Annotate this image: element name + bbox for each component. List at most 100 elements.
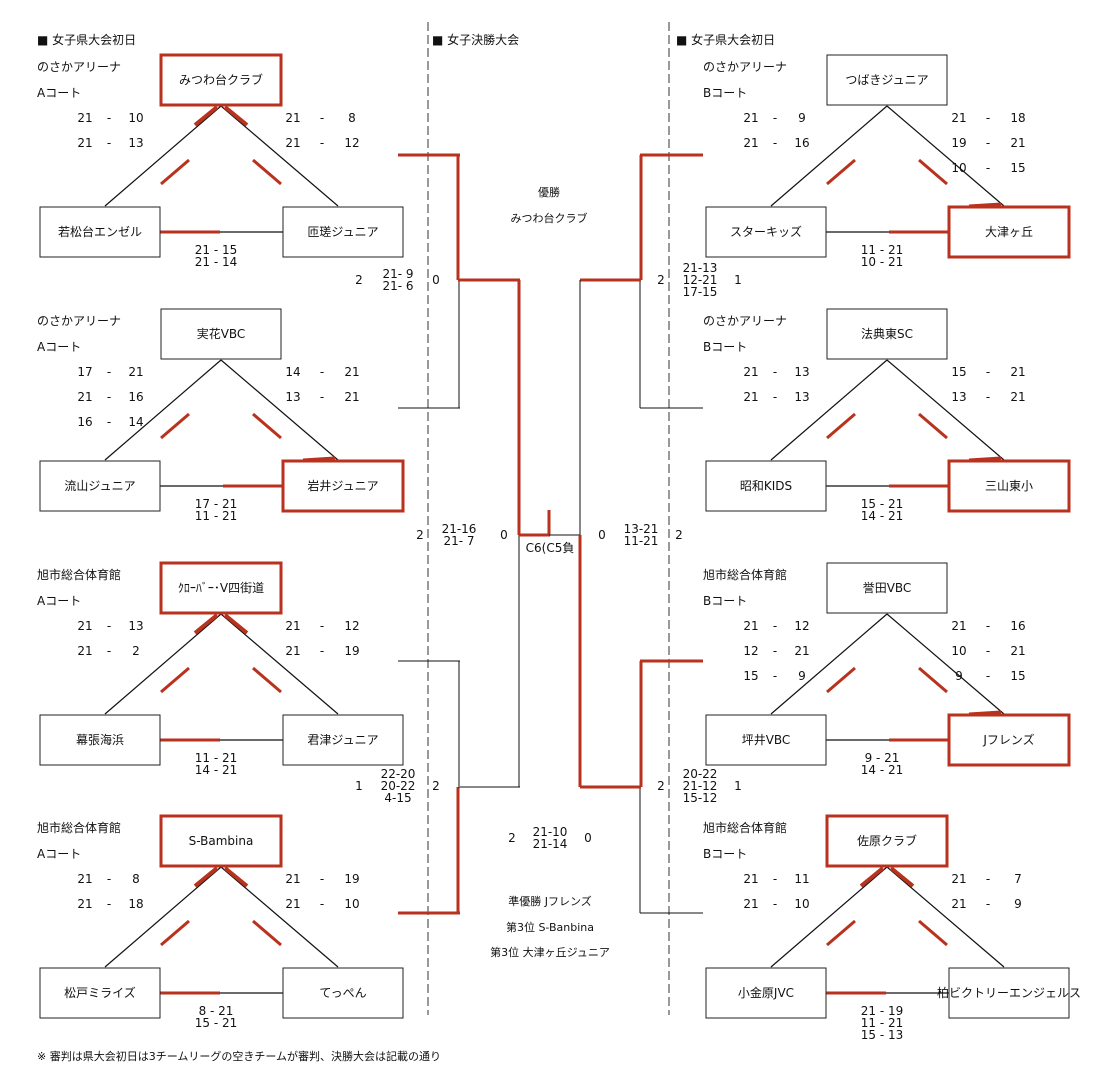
block-7-score-right-1-b: 9 xyxy=(1014,897,1022,911)
header-center: ■ 女子決勝大会 xyxy=(432,32,519,47)
block-3-team-left-label: 松戸ミライズ xyxy=(64,985,136,1000)
block-0-score-bottom-1: 21 - 14 xyxy=(195,255,238,269)
block-6-score-left-2-sep: - xyxy=(773,669,777,683)
final-left-set-0: 21-16 xyxy=(442,522,477,536)
block-7-win-right xyxy=(889,866,915,888)
block-2-team-left xyxy=(39,714,161,766)
block-6-score-left-1-sep: - xyxy=(773,644,777,658)
block-2-score-right-1-a: 21 xyxy=(285,644,300,658)
header-right: ■ 女子県大会初日 xyxy=(676,32,775,47)
block-0-team-right-label: 匝瑳ジュニア xyxy=(307,225,378,239)
block-1-score-left-0-b: 21 xyxy=(128,365,143,379)
block-7-score-left-0-sep: - xyxy=(773,872,777,886)
block-3-score-left-1-sep: - xyxy=(107,897,111,911)
block-0-venue: のさかアリーナ xyxy=(37,60,121,74)
block-5-line-right xyxy=(886,359,1005,461)
block-7-score-left-1-a: 21 xyxy=(743,897,758,911)
block-6-team-left-label: 坪井VBC xyxy=(742,733,791,747)
block-7-score-right-0-b: 7 xyxy=(1014,872,1022,886)
block-0-win-right xyxy=(223,105,249,127)
block-0-team-top xyxy=(159,53,283,107)
block-0-score-left-0-b: 10 xyxy=(128,111,143,125)
block-3-court: Aコート xyxy=(37,847,81,861)
semi-left-bottom-a: 1 xyxy=(355,779,363,793)
semi-right-top-set-1: 12-21 xyxy=(683,273,718,287)
block-5-team-right xyxy=(947,459,1071,513)
block-2-score-bottom-1: 14 - 21 xyxy=(195,763,238,777)
semi-left-bottom-set-0: 22-20 xyxy=(381,767,416,781)
block-3-score-left-0-sep: - xyxy=(107,872,111,886)
block-0-score-left-1-a: 21 xyxy=(77,136,92,150)
block-1-score-left-1-b: 16 xyxy=(128,390,143,404)
block-6-venue: 旭市総合体育館 xyxy=(703,567,787,582)
block-6-line-right xyxy=(886,613,1005,715)
third-place-2: 第3位 大津ヶ丘ジュニア xyxy=(490,945,610,959)
block-0-win-right-2 xyxy=(252,158,282,186)
block-1-score-left-2-sep: - xyxy=(107,415,111,429)
block-7-score-right-0-sep: - xyxy=(986,872,990,886)
block-2-team-left-label: 幕張海浜 xyxy=(76,732,124,747)
block-2-team-right xyxy=(282,714,404,766)
block-6-score-right-0-a: 21 xyxy=(951,619,966,633)
block-2-win-right-2 xyxy=(252,666,282,694)
semi-right-bottom-a: 2 xyxy=(657,779,665,793)
block-7-team-left xyxy=(705,967,827,1019)
block-2-line-left xyxy=(104,613,222,715)
block-5-team-right-label: 三山東小 xyxy=(985,479,1033,493)
block-4-team-top xyxy=(826,54,948,106)
block-0-score-left-1-b: 13 xyxy=(128,136,143,150)
block-1-score-left-1-a: 21 xyxy=(77,390,92,404)
block-3-team-top-label: S-Bambina xyxy=(189,834,254,848)
block-6-score-left-2-b: 9 xyxy=(798,669,806,683)
block-6-score-bottom-1: 14 - 21 xyxy=(861,763,904,777)
block-0-score-right-0-a: 21 xyxy=(285,111,300,125)
block-1-team-right-label: 岩井ジュニア xyxy=(307,478,378,493)
block-4-score-left-0-b: 9 xyxy=(798,111,806,125)
block-7-win-left-2 xyxy=(826,919,856,947)
block-5-score-right-1-sep: - xyxy=(986,390,990,404)
block-7-score-left-0-b: 11 xyxy=(794,872,809,886)
final-left-set-1: 21- 7 xyxy=(443,534,474,548)
semi-right-top-set-2: 17-15 xyxy=(683,285,718,299)
block-4-score-right-0-b: 18 xyxy=(1010,111,1025,125)
semi-left-top-b: 0 xyxy=(432,273,440,287)
block-3-team-right xyxy=(282,967,404,1019)
block-4-score-right-2-b: 15 xyxy=(1010,161,1025,175)
block-5-win-left xyxy=(826,412,856,440)
block-5-score-right-0-a: 15 xyxy=(951,365,966,379)
block-2-score-right-0-sep: - xyxy=(320,619,324,633)
final-left-a: 2 xyxy=(416,528,424,542)
block-6-court: Bコート xyxy=(703,594,747,608)
block-5-score-left-0-sep: - xyxy=(773,365,777,379)
block-0-score-right-1-sep: - xyxy=(320,136,324,150)
block-2-score-bottom-0: 11 - 21 xyxy=(195,751,238,765)
block-6-win-right xyxy=(918,666,948,694)
block-2-team-right-label: 君津ジュニア xyxy=(307,733,378,747)
block-1-team-right xyxy=(281,459,405,513)
block-5-venue: のさかアリーナ xyxy=(703,314,787,328)
block-7-team-top xyxy=(825,814,949,868)
block-3-venue: 旭市総合体育館 xyxy=(37,820,121,835)
block-2-team-top-label: ｸﾛｰﾊﾞｰ･V四街道 xyxy=(178,581,264,595)
final-right-set-1: 11-21 xyxy=(624,534,659,548)
third-place-match-b: 0 xyxy=(584,831,592,845)
block-0-win-left-2 xyxy=(160,158,190,186)
block-3-win-left-2 xyxy=(160,919,190,947)
semi-left-bottom-set-2: 4-15 xyxy=(384,791,411,805)
block-7-score-bottom-2: 15 - 13 xyxy=(861,1028,904,1042)
block-5-score-left-1-a: 21 xyxy=(743,390,758,404)
block-1-line-left xyxy=(104,359,222,461)
block-3-score-right-1-b: 10 xyxy=(344,897,359,911)
block-0-court: Aコート xyxy=(37,86,81,100)
block-4-score-right-2-a: 10 xyxy=(951,161,966,175)
block-1-score-left-2-b: 14 xyxy=(128,415,143,429)
block-7-score-right-0-a: 21 xyxy=(951,872,966,886)
block-6-score-left-1-b: 21 xyxy=(794,644,809,658)
semi-left-bottom-b: 2 xyxy=(432,779,440,793)
block-7-score-right-1-sep: - xyxy=(986,897,990,911)
block-4-score-left-0-sep: - xyxy=(773,111,777,125)
block-0-score-left-0-a: 21 xyxy=(77,111,92,125)
block-3-score-right-0-b: 19 xyxy=(344,872,359,886)
block-5-court: Bコート xyxy=(703,340,747,354)
